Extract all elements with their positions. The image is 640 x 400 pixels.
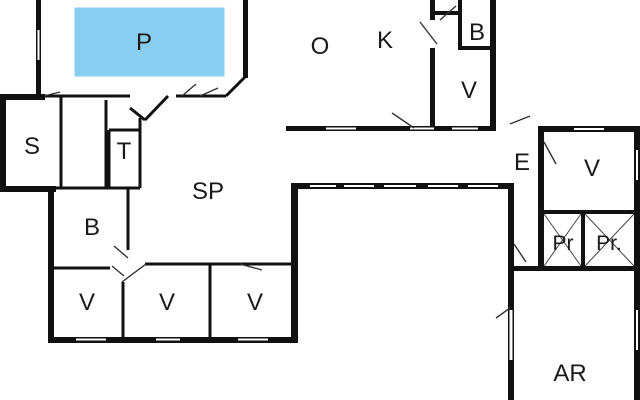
window-right-1 [636, 150, 638, 180]
window-bottom-2 [156, 338, 180, 341]
wall-entrance-left [508, 183, 514, 400]
label-pool: P [136, 29, 152, 56]
window-bottom-3 [238, 338, 268, 341]
pantry-2-cross-b [584, 213, 635, 267]
room-labels: P O K B V S T SP B V V V E V Pr Pr. AR [24, 19, 622, 387]
wall-pantry-divider [581, 210, 585, 270]
window-entrance [509, 310, 513, 360]
wall-pantry-bottom [512, 266, 640, 271]
window-corridor-1 [326, 127, 356, 130]
label-bedroom-bottom-1: V [79, 289, 95, 316]
wall-bottom-right-vertical [291, 183, 298, 343]
wall-bath-top-mid [458, 0, 462, 48]
wall-bath-top-left [430, 0, 435, 20]
windows [37, 30, 638, 360]
door-right-bedroom [543, 141, 557, 165]
wall-kitchen-inner [430, 48, 435, 130]
wall-sauna-top [0, 94, 45, 100]
window-spa-1 [310, 185, 336, 187]
door-sauna [43, 91, 61, 97]
wall-right-outer [634, 126, 640, 400]
wall-left-outer [0, 94, 6, 190]
label-entrance: E [514, 149, 530, 176]
wall-right-wing-left [538, 126, 544, 270]
window-spa-2 [344, 185, 374, 187]
label-pantry-1: Pr [553, 232, 574, 255]
partitions [40, 74, 294, 340]
door-entrance [509, 115, 531, 125]
label-bedroom-right: V [584, 155, 600, 182]
window-right-top [574, 128, 604, 130]
door-kitchen-corridor [391, 112, 415, 129]
window-corridor-3 [452, 127, 478, 130]
label-toilet: T [117, 138, 132, 165]
wall-kitchen-right [490, 0, 496, 131]
door-bedroom-2 [121, 263, 147, 283]
wall-corridor-top [286, 126, 496, 131]
wall-left-bottom [0, 186, 56, 192]
window-corridor-2 [410, 127, 434, 130]
window-spa-3 [384, 185, 416, 187]
door-kitchen-bedroom [419, 21, 438, 45]
door-bath-top [439, 5, 457, 21]
door-entrance-lower [513, 243, 527, 263]
doors [43, 5, 557, 319]
door-pool-1 [181, 83, 197, 97]
label-spa: SP [192, 178, 224, 205]
label-living: O [311, 33, 330, 60]
label-pantry-2: Pr. [596, 232, 622, 255]
label-bedroom-kitchen: V [461, 77, 477, 104]
label-utility: AR [553, 360, 586, 387]
partition-diag2 [143, 94, 170, 122]
wall-pantry-top [538, 210, 640, 214]
label-kitchen: K [377, 27, 393, 54]
window-pool-left [37, 30, 40, 60]
door-bedroom-3 [239, 263, 263, 271]
window-right-2 [636, 310, 638, 350]
door-bedroom-1 [111, 265, 125, 277]
pantry-crosses [543, 213, 635, 267]
partition-pool-diag [224, 74, 248, 98]
pantry-1-cross-b [543, 213, 582, 267]
door-pool-2 [199, 87, 219, 97]
door-utility [495, 307, 511, 319]
wall-pool-right [243, 0, 248, 78]
label-bedroom-bottom-2: V [159, 289, 175, 316]
label-bedroom-bottom-3: V [247, 289, 263, 316]
label-sauna: S [24, 133, 40, 160]
pool-area [71, 4, 228, 80]
window-spa-5 [468, 185, 498, 187]
door-bath-left [113, 245, 129, 259]
window-spa-4 [428, 185, 458, 187]
wall-bath-top-bottom [458, 46, 496, 50]
wall-bath-left [48, 186, 54, 342]
label-bath-top: B [469, 19, 485, 46]
window-bottom-1 [76, 338, 106, 341]
label-bath-left: B [84, 214, 100, 241]
partition-diag [129, 106, 146, 122]
